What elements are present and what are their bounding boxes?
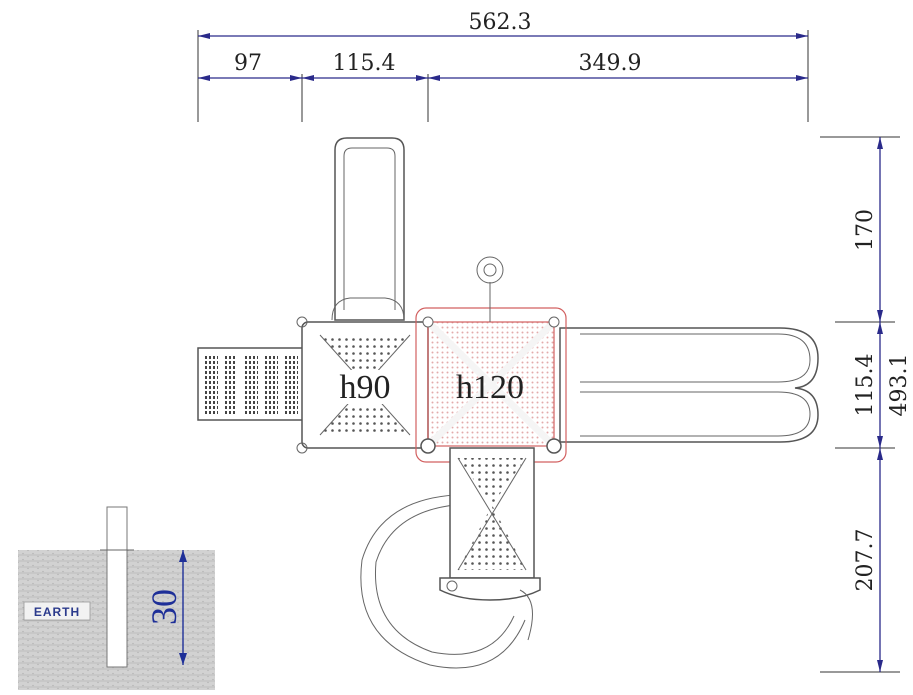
platform-h120: h120 [415,256,567,463]
depth-segment-1-label: 170 [853,209,878,251]
bottom-spiral-slide [360,447,541,669]
post-in-ground [106,506,128,668]
right-dimension-group: 170 115.4 493.1 207.7 [820,136,912,673]
left-ladder [197,347,304,421]
embed-depth-label: 30 [144,589,184,625]
right-tube-slide [559,327,819,443]
overall-width-label: 562.3 [469,10,532,35]
depth-segment-2-label: 115.4 [853,354,878,417]
platform-h120-label: h120 [456,369,524,406]
width-segment-1-label: 97 [234,51,262,76]
width-segment-3-label: 349.9 [579,51,642,76]
overall-depth-label: 493.1 [887,354,912,417]
depth-segment-3-label: 207.7 [853,529,878,592]
earth-label: EARTH [34,605,80,619]
platform-h90: h90 [296,316,429,454]
earth-depth-inset: EARTH 30 [18,506,215,690]
top-slide [331,137,405,321]
platform-h90-label: h90 [340,369,391,406]
top-dimension-group: 562.3 97 115.4 349.9 [197,10,809,122]
width-segment-2-label: 115.4 [333,51,396,76]
